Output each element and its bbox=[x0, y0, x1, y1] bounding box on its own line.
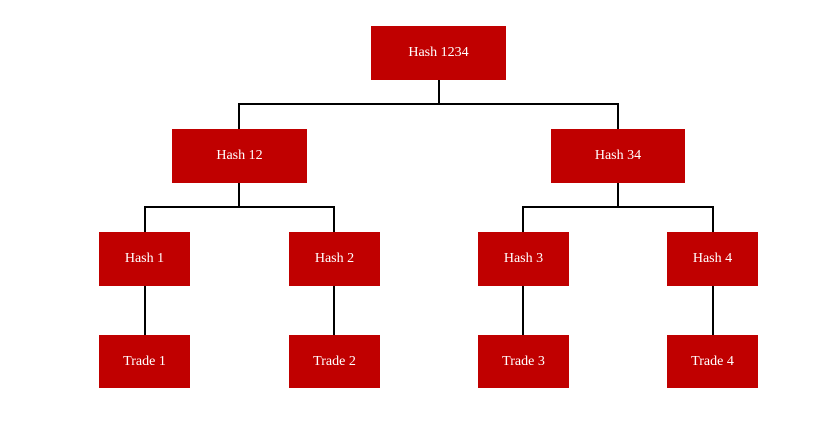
node-label: Trade 4 bbox=[691, 353, 734, 369]
connector-hash-34-to-hash-4 bbox=[618, 206, 714, 232]
connector-hash-12-to-hash-2 bbox=[239, 206, 335, 232]
node-hash-4: Hash 4 bbox=[667, 232, 758, 286]
node-label: Trade 2 bbox=[313, 353, 356, 369]
node-label: Hash 34 bbox=[594, 148, 642, 163]
node-hash-34: Hash 34 bbox=[551, 129, 685, 183]
node-label: Trade 3 bbox=[502, 353, 545, 369]
node-label: Hash 2 bbox=[314, 251, 355, 266]
connector-root-to-hash-12 bbox=[238, 80, 440, 129]
connector-hash-34-to-hash-3 bbox=[522, 183, 619, 232]
node-trade-3: Trade 3 bbox=[478, 335, 569, 388]
node-label: Hash 1234 bbox=[408, 45, 469, 60]
node-hash-1: Hash 1 bbox=[99, 232, 190, 286]
node-label: Hash 3 bbox=[503, 251, 544, 266]
node-hash-1234: Hash 1234 bbox=[371, 26, 506, 80]
node-hash-3: Hash 3 bbox=[478, 232, 569, 286]
node-trade-2: Trade 2 bbox=[289, 335, 380, 388]
node-label: Hash 12 bbox=[216, 148, 263, 163]
node-hash-12: Hash 12 bbox=[172, 129, 307, 183]
connector-hash-12-to-hash-1 bbox=[144, 183, 240, 232]
node-trade-4: Trade 4 bbox=[667, 335, 758, 388]
node-label: Trade 1 bbox=[123, 353, 166, 369]
node-label: Hash 1 bbox=[124, 251, 165, 266]
node-trade-1: Trade 1 bbox=[99, 335, 190, 388]
node-label: Hash 4 bbox=[692, 251, 733, 266]
node-hash-2: Hash 2 bbox=[289, 232, 380, 286]
connector-root-to-hash-34 bbox=[439, 103, 619, 129]
